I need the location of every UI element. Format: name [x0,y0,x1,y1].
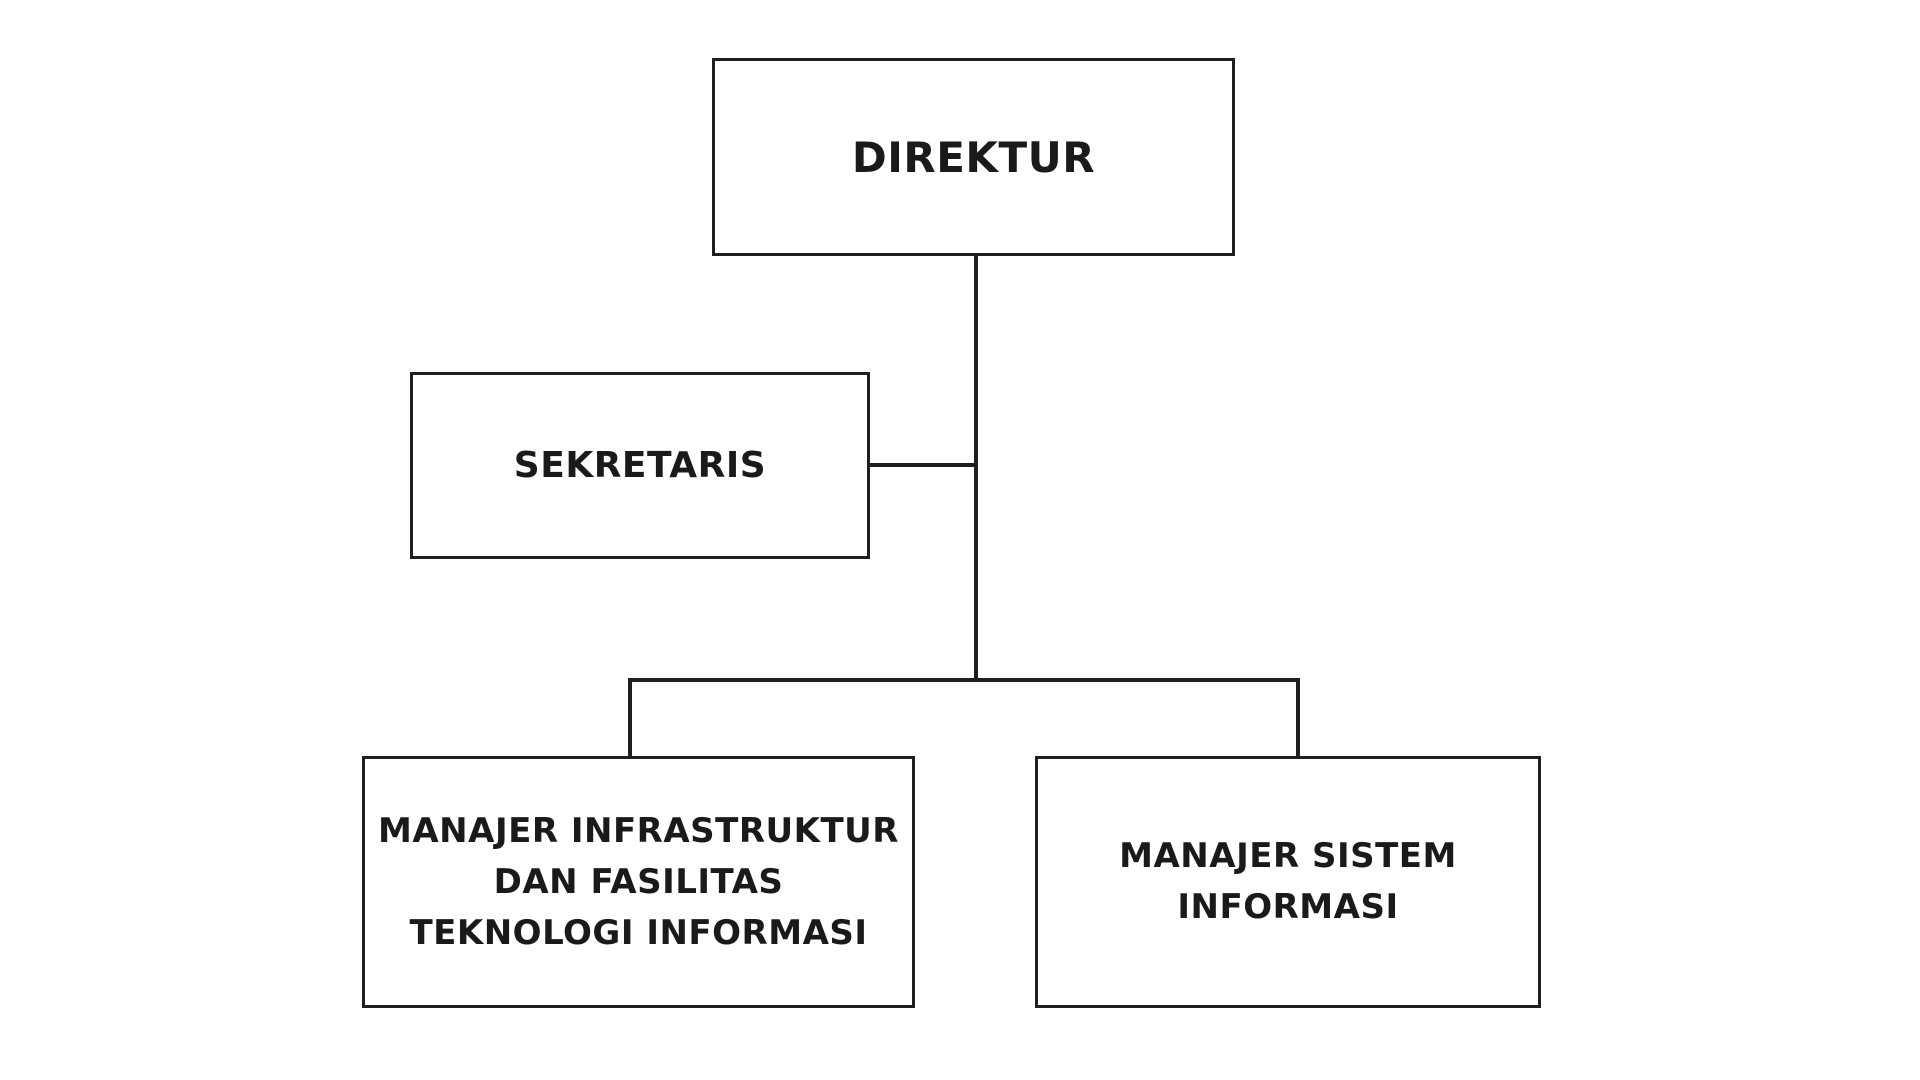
node-direktur: DIREKTUR [712,58,1235,256]
node-manajer-infrastruktur-label: MANAJER INFRASTRUKTUR DAN FASILITAS TEKN… [378,810,899,953]
node-direktur-label: DIREKTUR [851,132,1096,182]
node-manajer-infrastruktur: MANAJER INFRASTRUKTUR DAN FASILITAS TEKN… [362,756,915,1008]
node-sekretaris: SEKRETARIS [410,372,870,559]
node-sekretaris-label: SEKRETARIS [513,444,767,486]
node-manajer-sistem-informasi: MANAJER SISTEM INFORMASI [1035,756,1541,1008]
node-manajer-sistem-informasi-label: MANAJER SISTEM INFORMASI [1119,836,1457,927]
